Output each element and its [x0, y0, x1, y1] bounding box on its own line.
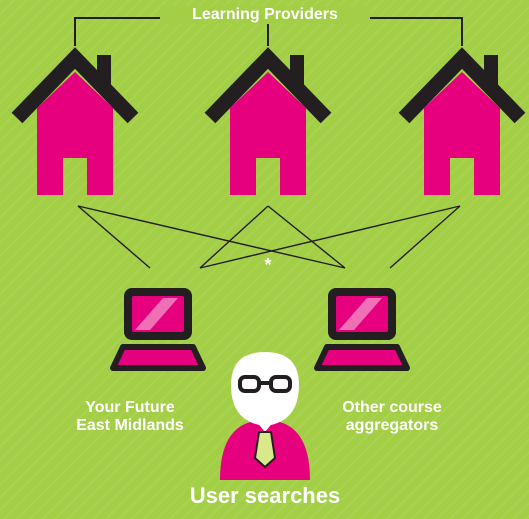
right-aggregator-line2: aggregators	[345, 416, 439, 434]
providers-bracket	[74, 17, 463, 46]
right-aggregator-line1: Other course	[342, 399, 442, 416]
left-aggregator-label: Your Future East Midlands	[40, 399, 220, 434]
user-searches-label: User searches	[189, 483, 341, 508]
house-icon	[398, 47, 526, 195]
glasses-icon	[238, 375, 292, 393]
right-aggregator-label: Other course aggregators	[312, 399, 472, 434]
connection-lines	[77, 205, 461, 269]
house-icon	[11, 47, 139, 195]
asterisk-marker: *	[264, 255, 272, 275]
user-icon	[220, 352, 310, 480]
left-aggregator-line1: Your Future	[85, 399, 175, 416]
left-aggregator-line2: East Midlands	[76, 416, 184, 434]
diagram-title: Learning Providers	[160, 6, 370, 24]
laptop-icon	[314, 288, 410, 371]
laptop-icon	[110, 288, 206, 371]
house-icon	[204, 47, 332, 195]
